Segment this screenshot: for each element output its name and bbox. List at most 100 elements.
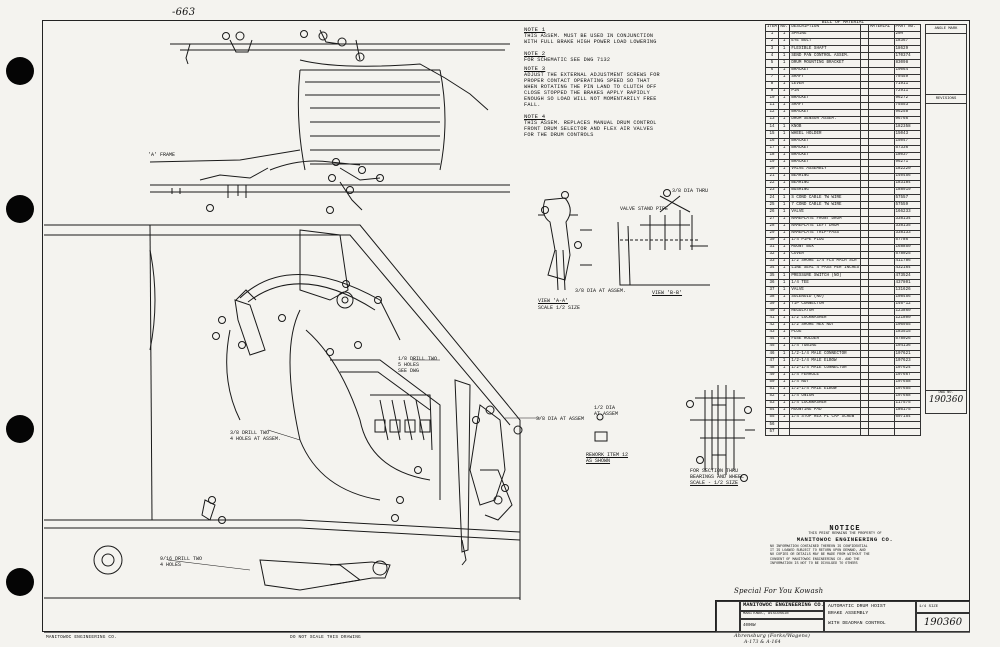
notice-company: MANITOWOC ENGINEERING CO. (796, 536, 894, 543)
bom-cell: DRUM MOUNTING BRACKET (789, 59, 862, 68)
bom-cell: 338135 (893, 222, 922, 231)
bom-cell (860, 102, 870, 111)
dia-small-label: 1/2 DIA AT ASSEM (594, 405, 619, 417)
bom-cell: 106955 (893, 321, 922, 331)
bom-cell: EYE BOLT (789, 38, 862, 47)
bom-cell: 8 (764, 80, 780, 89)
binder-hole (6, 57, 34, 85)
bom-cell: 49 (764, 371, 780, 380)
bom-cell: 5 (764, 59, 780, 68)
bom-cell: 1 (778, 272, 791, 281)
bom-cell: NAMEPLATE FRONT DRUM (789, 215, 862, 224)
bom-cell: 19 (764, 158, 780, 167)
bom-cell (860, 350, 870, 359)
bom-cell (860, 236, 870, 245)
bom-cell: 107655 (893, 385, 922, 394)
bom-header-cell: MATERIAL (868, 23, 895, 33)
bom-cell (868, 165, 895, 174)
bom-cell: 1 (778, 378, 791, 387)
bom-cell: 1 (778, 343, 791, 352)
bom-cell: 31 (764, 243, 780, 253)
bom-cell: 1 (778, 399, 791, 409)
bom-cell (860, 94, 870, 104)
bom-cell (868, 258, 895, 267)
bom-cell: 57557 (893, 194, 922, 203)
bom-cell: 15043 (893, 130, 922, 139)
bom-cell: 437801 (893, 279, 922, 288)
bom-cell (868, 208, 895, 217)
title-dwg-no: 190360 (916, 613, 970, 632)
bom-cell: 1 (778, 300, 791, 309)
bom-cell: 338134 (893, 215, 922, 224)
bom-cell: 1/4 TUBING (789, 343, 862, 352)
bearing-section-view (686, 385, 755, 482)
bom-cell: S COND CABLE TW WIRE (789, 194, 862, 203)
bom-cell: 28 (764, 222, 780, 231)
bom-cell: 72911 (893, 87, 922, 96)
note-3: NOTE 3 ADJUST THE EXTERNAL ADJUSTMENT SC… (524, 65, 660, 109)
bom-cell: 19064 (893, 66, 922, 75)
bom-cell: 11 (764, 102, 780, 111)
bom-cell (868, 250, 895, 260)
bom-cell: 140456 (893, 172, 922, 182)
bom-cell: 50 (764, 378, 780, 387)
bom-cell: 1 (778, 116, 791, 125)
bom-cell: 411786 (893, 258, 922, 267)
bom-cell: 26 (764, 208, 780, 217)
bom-cell: 24 (764, 194, 780, 203)
bom-cell: 9 (764, 87, 780, 96)
bom-cell (860, 321, 870, 331)
bom-cell: 23 (764, 187, 780, 196)
bom-title: BILL OF MATERIAL (821, 20, 865, 25)
bom-cell: 57 (764, 428, 780, 437)
bom-cell: 338133 (893, 229, 922, 238)
bom-cell (860, 172, 870, 182)
bom-cell: 51 (764, 385, 780, 394)
bom-cell: 20H (893, 31, 922, 40)
bom-cell (860, 215, 870, 224)
bom-cell: 1 (778, 180, 791, 189)
note-1: NOTE 1 THIS ASSEM. MUST BE USED IN CONJU… (524, 26, 657, 46)
bom-cell (868, 286, 895, 295)
binder-hole (6, 568, 34, 596)
bom-cell (868, 414, 895, 423)
bom-cell (868, 144, 895, 153)
notice-block: NOTICE THIS PRINT REMAINS THE PROPERTY O… (770, 525, 920, 589)
bom-cell: 14 (764, 123, 780, 132)
bom-cell (860, 144, 870, 153)
bom-cell (860, 151, 870, 160)
bom-cell: 183184 (893, 180, 922, 189)
bom-cell: VALVE (789, 208, 862, 217)
bom-cell (860, 158, 870, 167)
bom-cell (868, 158, 895, 167)
bom-cell: 21 (764, 172, 780, 182)
bom-cell: 1 (778, 215, 791, 224)
notice-title: NOTICE (829, 525, 861, 533)
drill-note-2: 9/16 DRILL TWO 4 HOLES (160, 556, 203, 568)
bom-cell (860, 80, 870, 89)
rework-detail (594, 413, 608, 442)
bom-cell (868, 428, 895, 437)
bom-cell (778, 428, 791, 437)
bom-cell: 1 (778, 208, 791, 217)
bom-cell (868, 172, 895, 182)
bom-cell: 1 (778, 293, 791, 302)
bom-cell (868, 343, 895, 352)
title-description: AUTOMATIC DRUM HOIST BRAKE ASSEMBLY WITH… (824, 601, 916, 632)
